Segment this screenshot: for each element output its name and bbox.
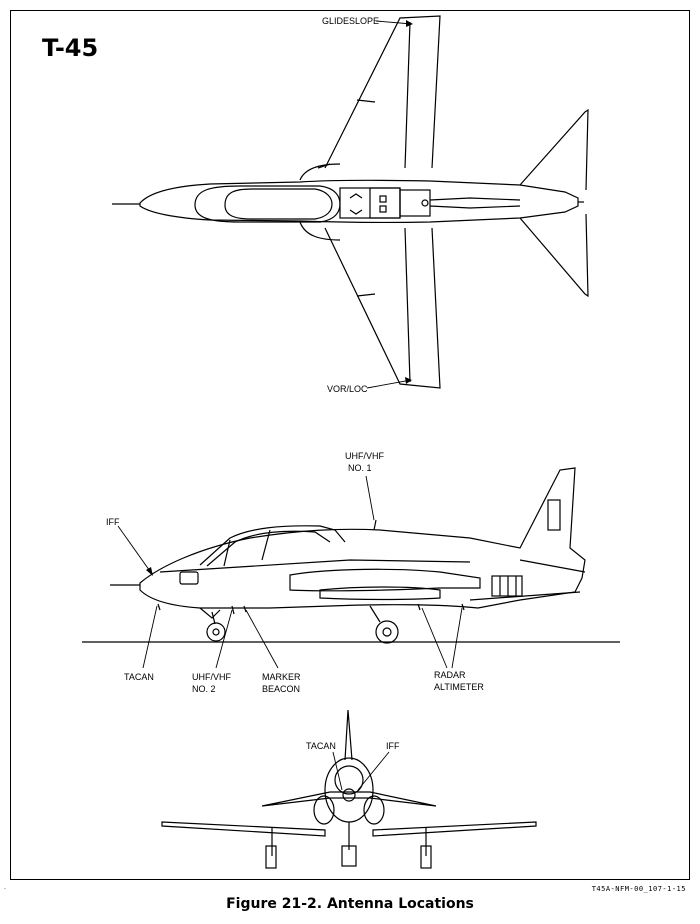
uhf-vhf-2-label-line2: NO. 2 — [192, 684, 216, 694]
aircraft-top-view — [112, 15, 589, 389]
figure-frame — [10, 10, 690, 880]
uhf-vhf-2-label-line1: UHF/VHF — [192, 672, 231, 682]
model-label: T-45 — [42, 34, 99, 62]
iff-front-label: IFF — [386, 741, 400, 751]
corner-mark: . — [4, 884, 6, 891]
glideslope-label: GLIDESLOPE — [322, 16, 379, 26]
uhf-vhf-1-label-line2: NO. 1 — [348, 463, 372, 473]
radar-altimeter-label-line2: ALTIMETER — [434, 682, 484, 692]
marker-beacon-label-line1: MARKER — [262, 672, 301, 682]
tacan-front-label: TACAN — [306, 741, 336, 751]
aircraft-side-view — [82, 467, 620, 669]
marker-beacon-label-line2: BEACON — [262, 684, 300, 694]
figure-caption: Figure 21-2. Antenna Locations — [226, 896, 474, 912]
radar-altimeter-label-line1: RADAR — [434, 670, 466, 680]
aircraft-front-view — [161, 709, 537, 869]
vor-loc-label: VOR/LOC — [327, 384, 368, 394]
tacan-side-label: TACAN — [124, 672, 154, 682]
reference-code: T45A-NFM-00_107-1-15 — [591, 885, 686, 893]
iff-side-label: IFF — [106, 517, 120, 527]
uhf-vhf-1-label-line1: UHF/VHF — [345, 451, 384, 461]
